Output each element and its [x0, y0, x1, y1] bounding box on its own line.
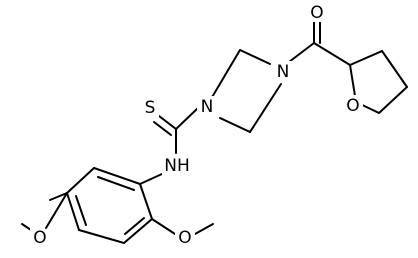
- bond: [288, 42, 315, 63]
- amine-atom: NH: [164, 156, 190, 176]
- bond: [75, 195, 87, 226]
- bond: [313, 42, 351, 66]
- bond: [381, 50, 408, 88]
- bond: [49, 192, 68, 201]
- bond: [139, 173, 163, 185]
- bond: [151, 218, 176, 235]
- ring-oxygen-atom: O: [346, 96, 359, 116]
- piperazine-n4-atom: N: [277, 62, 290, 82]
- bond: [45, 192, 68, 229]
- bond: [124, 217, 145, 235]
- sulfur-atom: S: [145, 98, 156, 118]
- bond: [194, 223, 214, 235]
- bond: [158, 115, 177, 130]
- bond: [349, 50, 383, 66]
- carbonyl-oxygen-atom: O: [310, 3, 323, 23]
- bond: [175, 107, 199, 130]
- bond: [207, 49, 241, 105]
- bond: [78, 229, 125, 244]
- bonds: [21, 20, 408, 244]
- bond: [66, 192, 80, 231]
- bond: [219, 117, 251, 133]
- bond: [378, 86, 408, 114]
- methoxy-left-bonds: [45, 192, 68, 229]
- methoxy-oxygen-atom: O: [178, 228, 191, 248]
- bond: [239, 49, 271, 65]
- bond: [139, 183, 153, 220]
- bond: [249, 83, 282, 133]
- piperazine-n1-atom: N: [201, 97, 214, 117]
- bond: [21, 223, 32, 231]
- atoms: S NH N N O O O O: [30, 2, 363, 248]
- bond: [66, 167, 95, 194]
- bond: [153, 121, 172, 136]
- methoxy-oxygen-atom: O: [33, 228, 46, 248]
- bond: [97, 176, 135, 191]
- bond: [93, 167, 141, 185]
- bond: [123, 218, 153, 244]
